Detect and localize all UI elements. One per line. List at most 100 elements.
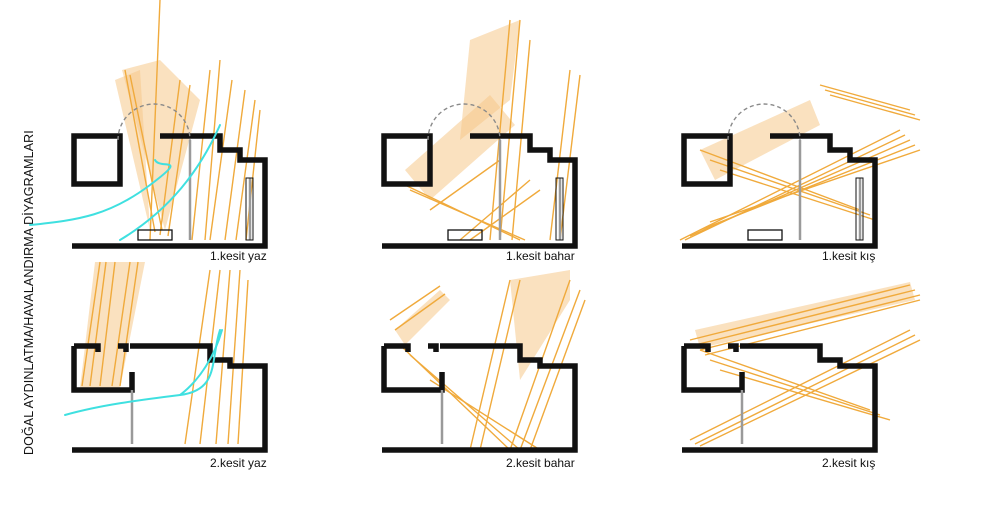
wind-arrow [179,329,223,396]
sun-ray [235,99,256,241]
section-group [679,84,921,249]
section-wall [72,133,268,249]
furniture [137,229,173,241]
section-drawing [381,19,581,249]
sun-ray [149,0,161,241]
panel-caption: 1.kesit kış [822,249,876,263]
sun-ray [549,69,571,241]
sun-ray [119,261,139,387]
sun-ray [429,159,501,211]
section-wall [682,133,878,249]
light-beam [510,270,570,380]
sun-ray [224,89,246,241]
sun-ray [429,379,541,451]
sun-ray [709,159,871,216]
sun-ray [215,269,231,445]
section-drawing [64,261,268,453]
sun-ray [489,19,511,241]
section-wall [71,343,268,453]
panel-caption: 2.kesit yaz [210,456,267,470]
sun-ray [124,69,156,233]
wind-arrow [29,159,172,226]
wind-arrow [119,124,221,241]
section-drawing [29,0,268,249]
sheet-title: DOĞAL AYDINLATMA/HAVALANDIRMA DİYAGRAMLA… [22,130,36,455]
window-frame [855,177,864,241]
window-frame [555,177,564,241]
sun-ray [699,144,916,231]
sun-ray [237,279,249,445]
sun-ray [191,69,211,241]
sun-ray [111,261,131,387]
panel-2-summer: 2.kesit yaz [60,210,370,470]
light-beam [115,70,150,230]
sun-ray [89,261,107,387]
section-drawing [679,84,921,249]
sun-ray [829,94,921,121]
section-group [681,282,921,453]
sun-ray [389,285,441,321]
section-group [381,270,586,453]
section-wall [382,133,578,249]
panel-caption: 2.kesit kış [822,456,876,470]
sun-ray [824,89,916,116]
panel-1-winter: 1.kesit kış [670,0,980,263]
panel-1-spring: 1.kesit bahar [370,0,680,263]
sun-ray [394,293,446,331]
section-wall [681,133,733,187]
section-drawing [381,270,586,453]
sun-ray [694,289,916,346]
panel-caption: 1.kesit yaz [210,249,267,263]
light-beam [700,100,820,180]
sun-ray [699,294,921,351]
sun-ray [499,19,521,241]
sun-ray [204,59,221,241]
panel-1-summer: 1.kesit yaz [29,0,370,263]
sun-ray [184,269,211,445]
sun-ray [689,284,911,341]
furniture [747,229,783,241]
panel-2-spring: 2.kesit bahar [370,210,680,470]
panel-2-winter: 2.kesit kış [670,210,980,470]
sun-ray [709,149,921,223]
sun-ray [699,149,861,211]
sun-ray [511,39,531,241]
section-wall [381,133,433,187]
window-frame [245,177,254,241]
sun-ray [129,74,163,231]
sun-ray [479,279,521,451]
section-wall [71,133,123,187]
furniture [447,229,483,241]
dome-outline [117,103,191,141]
sun-ray [81,261,101,387]
sun-ray [159,79,181,236]
section-wall [381,343,578,453]
sun-ray [245,109,261,241]
section-group [29,0,268,249]
sun-ray [209,79,233,241]
section-wall [681,343,878,453]
light-beam [80,262,145,388]
dome-outline [427,103,501,141]
sun-ray [699,349,871,411]
sun-ray [719,369,891,421]
sun-ray [694,334,916,445]
sun-ray [709,359,881,416]
light-beam [460,20,520,140]
sun-ray [469,279,511,451]
dome-outline [727,103,801,141]
sun-ray [519,289,581,451]
sun-ray [167,84,191,237]
panel-caption: 1.kesit bahar [506,249,575,263]
sun-ray [679,129,901,241]
sun-ray [529,299,586,451]
sun-ray [99,261,116,387]
sun-ray [819,84,911,111]
light-beam [395,290,450,345]
section-drawing [681,282,921,453]
section-group [64,261,268,453]
sun-ray [227,269,241,445]
sun-ray [719,169,876,221]
panel-caption: 2.kesit bahar [506,456,575,470]
